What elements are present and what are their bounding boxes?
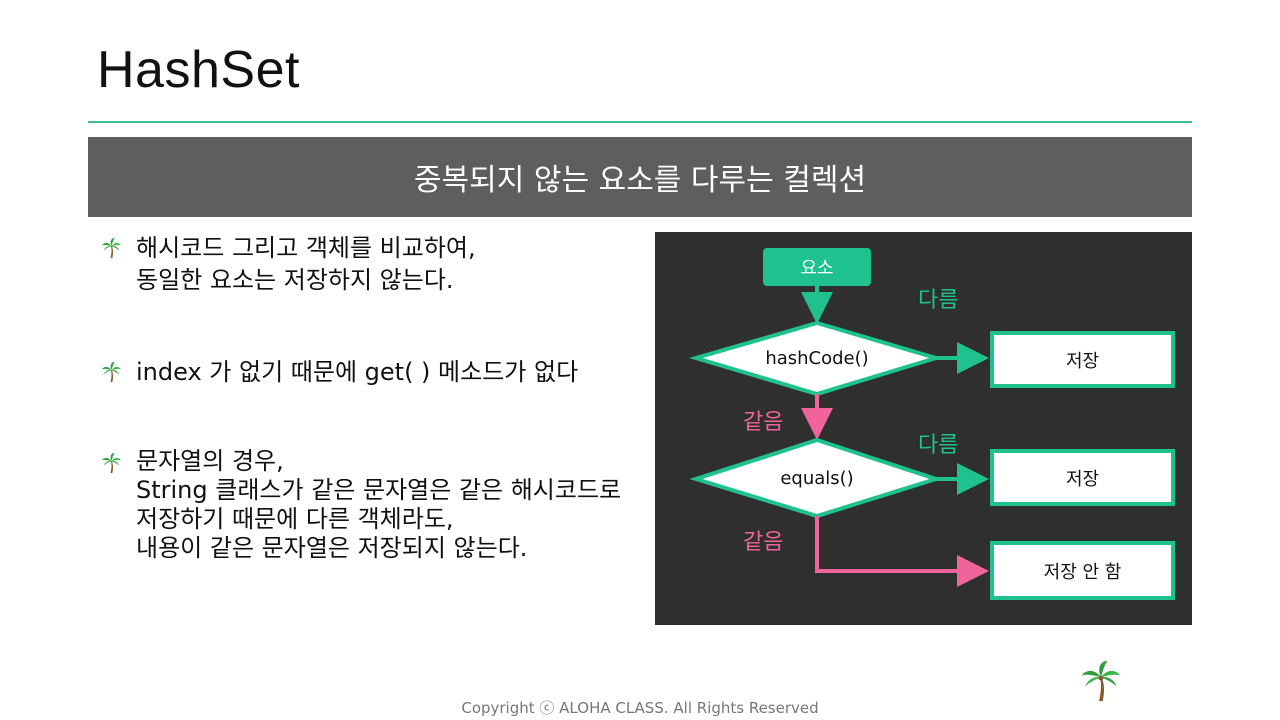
store-label-2: 저장	[1065, 468, 1100, 490]
store-box-1	[990, 331, 1175, 388]
bullet-line: 동일한 요소는 저장하지 않는다.	[136, 266, 454, 294]
store-box-2	[990, 449, 1175, 506]
flowchart-shapes	[688, 248, 1175, 600]
palm-tree-icon	[101, 361, 122, 383]
diff-label-2: 다름	[918, 433, 959, 458]
palm-tree-icon	[1081, 660, 1121, 702]
subtitle-banner: 중복되지 않는 요소를 다루는 컬렉션	[88, 137, 1192, 217]
bullet-line: 저장하기 때문에 다른 객체라도,	[136, 505, 454, 533]
same-label-1: 같음	[743, 410, 784, 435]
flowchart: 요소 hashCode() equals() 저장 저장 저장 안 함 다름 다…	[655, 232, 1192, 625]
bullet-item: 문자열의 경우, String 클래스가 같은 문자열은 같은 해시코드로 저장…	[100, 447, 621, 563]
no-store-box	[990, 541, 1175, 600]
banner-text: 중복되지 않는 요소를 다루는 컬렉션	[413, 163, 867, 198]
title-divider	[88, 121, 1192, 123]
equals-label: equals()	[780, 467, 854, 489]
bullet-item: 해시코드 그리고 객체를 비교하여, 동일한 요소는 저장하지 않는다.	[100, 232, 476, 296]
slide-title: HashSet	[97, 41, 300, 99]
diff-label-1: 다름	[918, 288, 959, 313]
no-store-label: 저장 안 함	[1043, 561, 1122, 583]
start-node	[763, 248, 871, 286]
bullet-line: 해시코드 그리고 객체를 비교하여,	[136, 234, 476, 262]
hashcode-label: hashCode()	[765, 347, 869, 369]
start-node-label: 요소	[800, 258, 834, 279]
store-label-1: 저장	[1065, 350, 1100, 372]
same-label-2: 같음	[743, 530, 784, 555]
bullet-line: 문자열의 경우,	[136, 447, 284, 475]
palm-tree-icon	[101, 237, 122, 259]
palm-tree-icon	[101, 452, 122, 474]
copyright-footer: Copyright ⓒ ALOHA CLASS. All Rights Rese…	[461, 699, 819, 717]
bullet-line: 내용이 같은 문자열은 저장되지 않는다.	[136, 534, 528, 562]
bullet-item: index 가 없기 때문에 get( ) 메소드가 없다	[100, 356, 578, 388]
bullet-line: index 가 없기 때문에 get( ) 메소드가 없다	[136, 358, 579, 386]
bullet-line: String 클래스가 같은 문자열은 같은 해시코드로	[136, 476, 622, 504]
arrow-equals-to-nostore	[815, 516, 989, 587]
